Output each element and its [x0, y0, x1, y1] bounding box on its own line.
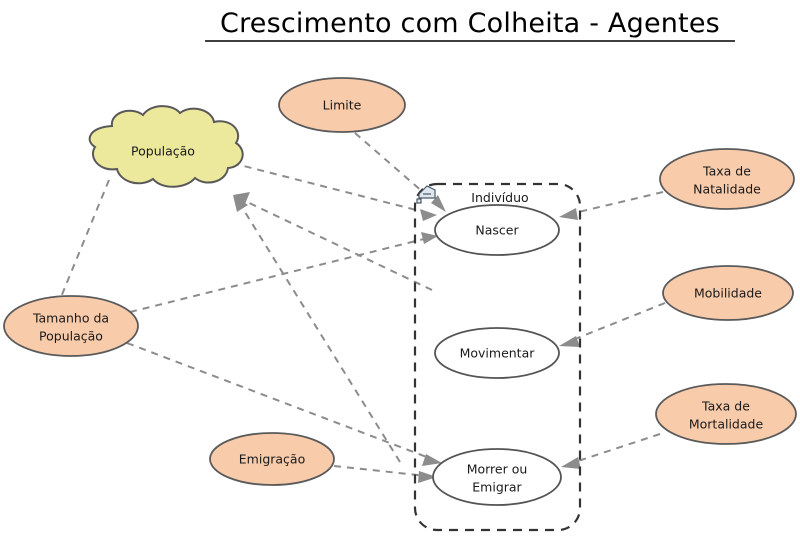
arrowhead-icon [233, 195, 248, 212]
arrowhead-icon [559, 336, 580, 347]
node-nascer-shape [434, 204, 560, 256]
node-limite-label: Limite [323, 98, 362, 113]
node-layer: População Limite Taxa de Natalidade Mobi… [3, 77, 797, 506]
node-taxa-mortalidade[interactable]: Taxa de Mortalidade [655, 383, 797, 445]
edge-tamanho-populacao-to-morrer-emigrar [126, 342, 442, 466]
node-morrer-emigrar-shape [432, 448, 562, 506]
node-movimentar-shape [434, 327, 560, 379]
node-tamanho-populacao-label-line2: População [39, 329, 103, 344]
edge-tamanho-populacao-to-nascer [129, 232, 438, 313]
page-title-text: Crescimento com Colheita - Agentes [220, 8, 720, 39]
node-nascer[interactable]: Nascer [434, 204, 560, 256]
container-individuo-border [413, 182, 582, 532]
node-populacao-shape [88, 105, 244, 188]
edge-mobilidade-to-movimentar [559, 302, 666, 347]
node-taxa-natalidade-shape [659, 148, 795, 210]
node-mobilidade-shape [662, 265, 794, 321]
arrowhead-icon [233, 192, 250, 204]
node-tamanho-populacao[interactable]: Tamanho da População [3, 295, 139, 357]
edge-populacao-to-nascer [231, 162, 437, 221]
node-nascer-label: Nascer [475, 223, 519, 238]
node-emigracao-shape [209, 432, 335, 486]
node-morrer-emigrar[interactable]: Morrer ou Emigrar [432, 448, 562, 506]
node-mobilidade[interactable]: Mobilidade [662, 265, 794, 321]
node-movimentar[interactable]: Movimentar [434, 327, 560, 379]
edge-emigracao-to-morrer-emigrar [333, 465, 437, 483]
node-emigracao-label: Emigração [239, 452, 305, 467]
arrowhead-icon [420, 209, 437, 221]
container-individuo-label: Indivíduo [471, 190, 528, 205]
node-taxa-natalidade-label-line1: Taxa de [702, 164, 751, 179]
node-limite-shape [278, 77, 406, 133]
arrowhead-icon [418, 471, 437, 483]
node-mobilidade-label: Mobilidade [694, 286, 762, 301]
edge-layer [60, 132, 666, 483]
node-taxa-natalidade[interactable]: Taxa de Natalidade [659, 148, 795, 210]
node-movimentar-label: Movimentar [460, 346, 536, 361]
node-morrer-emigrar-label-line2: Emigrar [472, 480, 522, 495]
edge-limite-to-nascer [354, 132, 446, 212]
arrowhead-icon [421, 232, 438, 244]
node-tamanho-populacao-label-line1: Tamanho da [32, 311, 109, 326]
node-emigracao[interactable]: Emigração [209, 432, 335, 486]
arrowhead-icon [431, 195, 446, 212]
node-limite[interactable]: Limite [278, 77, 406, 133]
node-tamanho-populacao-shape [3, 295, 139, 357]
node-populacao[interactable]: População [88, 105, 244, 188]
page-title: Crescimento com Colheita - Agentes [205, 8, 735, 42]
edge-populacao-to-tamanho-populacao [60, 179, 110, 298]
node-taxa-natalidade-label-line2: Natalidade [693, 182, 761, 197]
agent-icon [416, 185, 436, 204]
edge-morrer-emigrar-to-populacao [233, 195, 401, 463]
node-populacao-label: População [131, 144, 195, 159]
edge-taxa-natalidade-to-nascer [559, 191, 664, 220]
arrowhead-icon [559, 208, 578, 220]
node-taxa-mortalidade-shape [655, 383, 797, 445]
arrowhead-icon [422, 454, 442, 466]
edge-taxa-mortalidade-to-morrer-emigrar [561, 433, 661, 469]
node-taxa-mortalidade-label-line2: Mortalidade [689, 417, 764, 432]
arrowhead-icon [561, 457, 581, 469]
edge-nascer-to-populacao [233, 192, 433, 291]
container-individuo[interactable]: Indivíduo [413, 182, 582, 532]
node-taxa-mortalidade-label-line1: Taxa de [701, 399, 750, 414]
node-morrer-emigrar-label-line1: Morrer ou [467, 462, 528, 477]
